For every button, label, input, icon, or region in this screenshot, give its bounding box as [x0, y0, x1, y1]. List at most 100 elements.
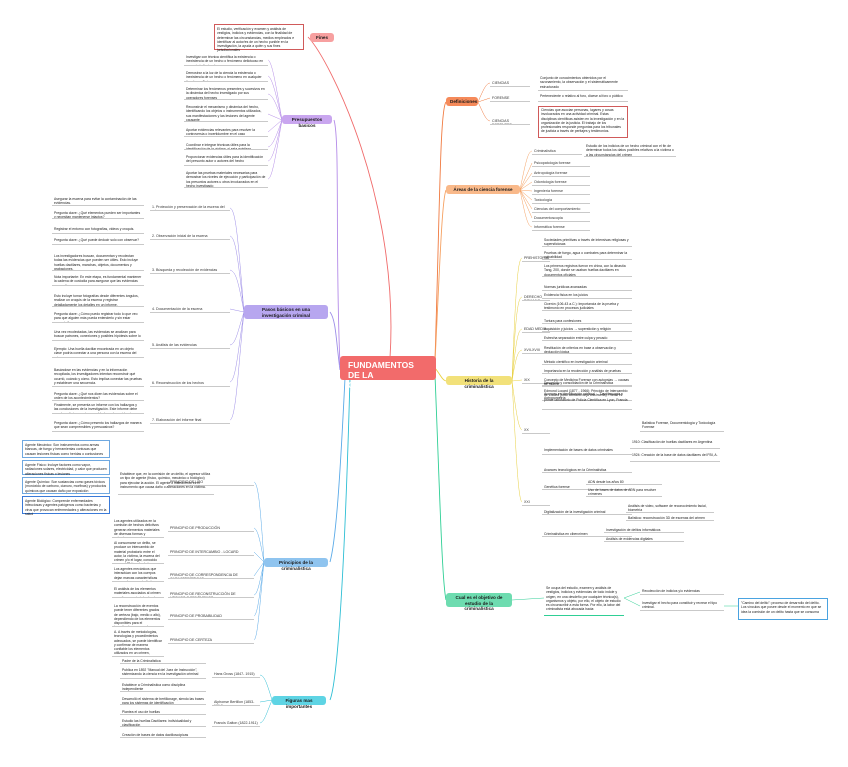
topic-areas-ciencia-forense[interactable]: Áreas de la ciencia forense: [446, 185, 520, 194]
link-presupuesto-1: [267, 59, 283, 121]
area-item[interactable]: Antropología forense: [532, 170, 590, 177]
topic-principios[interactable]: Principios de la criminalística: [264, 558, 328, 571]
historia-era[interactable]: XVII-XVIII: [522, 347, 550, 354]
figura-detail: Creación de bases de datos dactiloscópic…: [120, 732, 206, 738]
topic-objeto-estudio[interactable]: Cual es el objetivo de estudio de la cri…: [446, 593, 512, 611]
paso-step-4[interactable]: 4. Documentación de la escena: [150, 306, 230, 313]
historia-era[interactable]: DERECHO ROMANO: [522, 294, 550, 301]
figura-name[interactable]: Alphonse Bertillon (1853-1914): [212, 699, 260, 706]
presupuesto-item: Coordinar e integrar técnicas útiles par…: [184, 142, 268, 150]
link-area-antropo: [519, 172, 533, 191]
link-principio-intercambio: [253, 551, 265, 563]
link-area-toxico: [519, 189, 533, 201]
paso-step-1[interactable]: 1. Protección y preservación de la escen…: [150, 204, 230, 211]
link-era-xvii: [511, 349, 523, 382]
principio-description: Los agentes mecánicos que interactúan co…: [112, 566, 164, 582]
link-era-xxi: [511, 380, 523, 503]
topic-pasos-basicos[interactable]: Pasos básicos en una investigación crimi…: [244, 305, 328, 319]
historia-item: Cicerón (106-43 a.C.): Importancia de la…: [542, 301, 632, 311]
historia-item: Restitución de criterios en base a obser…: [542, 345, 632, 354]
historia-item: Genética forense: [542, 484, 632, 490]
figura-name[interactable]: Hans Gross (1847- 1915): [212, 671, 260, 678]
definicion-term[interactable]: CIENCIAS FORENSES: [490, 118, 530, 125]
link-paso-7: [229, 311, 245, 421]
historia-item: Método científico en investigación crimi…: [542, 359, 632, 365]
digital-video: Análisis de video, software de reconocim…: [626, 503, 714, 513]
topic-presupuestos-basicos[interactable]: Presupuestos basicos: [282, 115, 332, 128]
link-principio-uso: [253, 481, 265, 563]
historia-era[interactable]: XX: [522, 427, 550, 434]
paso-step-3[interactable]: 3. Búsqueda y recolección de evidencias: [150, 267, 230, 274]
area-item[interactable]: Ingeniería forense: [532, 188, 590, 195]
area-criminalistica[interactable]: Criminalística: [532, 148, 582, 155]
historia-era[interactable]: XXI: [522, 499, 550, 506]
paso-step-5[interactable]: 5. Análisis de las evidencias: [150, 342, 230, 349]
principio-label[interactable]: PRINCIPIO DE CERTEZA: [168, 637, 254, 644]
principio-label[interactable]: PRINCIPIO DE USO: [168, 479, 254, 486]
area-item[interactable]: Odontología forense: [532, 179, 590, 186]
agente-item: Agente Químico: Son sustancias como gase…: [22, 477, 110, 494]
link-presupuesto-7: [267, 119, 283, 162]
historia-era[interactable]: EDAD MEDIA: [522, 326, 550, 333]
paso-step-2[interactable]: 2. Observación inicial de la escena: [150, 233, 230, 240]
definicion-term[interactable]: CIENCIAS: [490, 80, 530, 87]
presupuesto-item: Demostrar a la luz de la ciencia la exis…: [184, 70, 268, 82]
link-presupuestos: [333, 119, 341, 366]
figura-detail: Estudio las huellas Dactilares: individu…: [120, 718, 206, 727]
paso-detail: Pregunta clave: ¿Qué nos dicen las evide…: [52, 391, 144, 401]
paso-detail: Asegurar la escena para evitar la contam…: [52, 196, 144, 206]
link-era-xx: [511, 380, 523, 431]
historia-item: Sociedades primitivas a través de intens…: [542, 237, 632, 247]
link-paso-2: [229, 235, 245, 313]
principio-label[interactable]: PRINCIPIO DE PROBABILIDAD: [168, 613, 254, 620]
presupuesto-item: Reconstruir el mecanismo y dinámica del …: [184, 104, 268, 122]
definicion-term[interactable]: FORENSE: [490, 95, 530, 102]
principio-label[interactable]: PRINCIPIO DE CORRESPONDENCIA DE CARACTER…: [168, 572, 254, 579]
principio-description: Establece que, en la comisión de un deli…: [118, 471, 214, 495]
area-item[interactable]: Psicopatología forense: [532, 160, 590, 167]
area-item[interactable]: Documentoscopia: [532, 215, 590, 222]
principio-label[interactable]: PRINCIPIO DE RECONSTRUCCIÓN DE HECHOS O …: [168, 591, 254, 598]
presupuesto-item: Aportar evidencias relevantes para resol…: [184, 127, 268, 137]
base-datos-1910: 1910: Clasificación de huellas dactilare…: [630, 439, 720, 449]
root-topic[interactable]: FUNDAMENTOS DE LA CRIMINALÍSTICA: [340, 356, 436, 389]
figura-name[interactable]: Francis Galton (1822-1911): [212, 720, 260, 727]
topic-fines[interactable]: Fines: [310, 33, 334, 42]
historia-era[interactable]: PREHISTORIA: [522, 256, 550, 262]
principio-label[interactable]: PRINCIPIO DE INTERCAMBIO - LOCARD: [168, 549, 254, 556]
link-objeto-recoleccion: [623, 591, 641, 599]
link-fines: [307, 36, 392, 359]
topic-historia[interactable]: Historia de la criminalística: [446, 376, 512, 389]
objeto-description: Se ocupa del estudio, examen y análisis …: [544, 584, 624, 616]
link-presupuesto-6: [267, 119, 283, 148]
area-item[interactable]: Ciencias del comportamiento: [532, 206, 590, 213]
paso-detail: Una vez recolectadas, las evidencias se …: [52, 329, 144, 341]
area-item[interactable]: Informática forense: [532, 224, 590, 231]
link-area-informatica: [519, 189, 533, 228]
definicion-text: Ciencias que asocian personas, lugares y…: [538, 106, 628, 138]
link-principio-certeza: [253, 561, 265, 641]
figura-detail: Plantea el uso de huellas: [120, 709, 206, 715]
paso-detail: Registrar el entorno con fotografías, vi…: [52, 226, 144, 234]
historia-item: Los primeros registros fueron en china, …: [542, 263, 632, 277]
area-item[interactable]: Toxicología: [532, 197, 590, 204]
historia-item: Criminalística en cibercrimen: [542, 531, 632, 537]
link-figuras: [329, 377, 351, 701]
link-principio-produccion: [253, 527, 265, 563]
link-objeto-desc: [511, 597, 545, 601]
historia-item: Implementación de bases de datos crimina…: [542, 447, 632, 455]
paso-detail: Ejemplo: Una huella dactilar encontrada …: [52, 346, 144, 358]
paso-step-6[interactable]: 6. Reconstrucción de los hechos: [150, 380, 230, 387]
historia-item: Edmond Locard (1877 - 1966): Principio d…: [542, 388, 632, 410]
paso-detail: Pregunta clave: ¿Qué elementos pueden se…: [52, 210, 144, 219]
topic-definiciones[interactable]: Definiciones: [446, 97, 478, 106]
link-historia: [434, 367, 447, 382]
historia-era[interactable]: XIX: [522, 377, 550, 384]
paso-step-7[interactable]: 7. Elaboración del informe final: [150, 417, 230, 424]
link-area-ingenieria: [519, 189, 533, 192]
topic-figuras-importantes[interactable]: Figuras mas importantes: [272, 696, 326, 709]
principio-label[interactable]: PRINCIPIO DE PRODUCCIÓN: [168, 525, 254, 532]
figura-detail: Desarrolló el sistema de bertillonage, s…: [120, 697, 206, 705]
